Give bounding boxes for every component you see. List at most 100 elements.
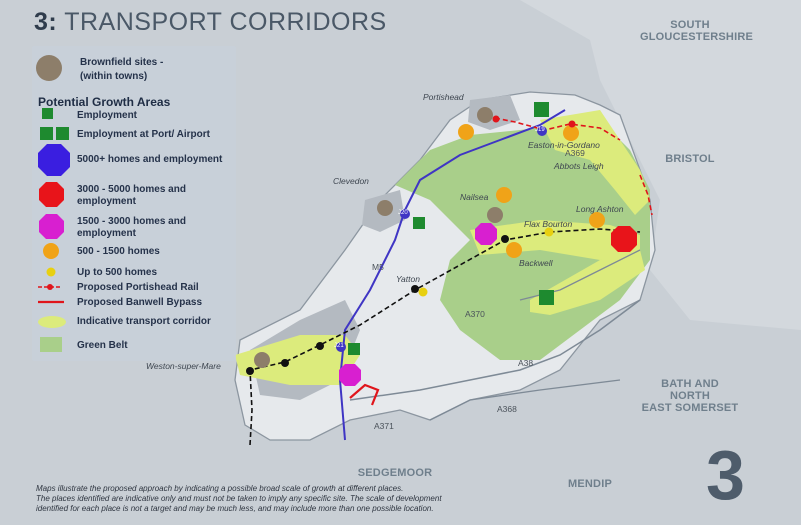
road-label-a371: A371 bbox=[374, 421, 394, 431]
legend-5000-icon bbox=[38, 144, 70, 176]
footer-line-1: Maps illustrate the proposed approach by… bbox=[36, 484, 404, 493]
growth-500-backwell bbox=[506, 242, 522, 258]
banwell-bypass bbox=[349, 383, 380, 406]
growth-1500-nailsea bbox=[475, 223, 497, 245]
legend-homes-3000-2: employment bbox=[77, 196, 136, 207]
legend-1500-icon bbox=[39, 214, 64, 239]
region-south-glos: SOUTH GLOUCESTERSHIRE bbox=[640, 19, 754, 43]
port-marker bbox=[534, 102, 549, 117]
region-mendip: MENDIP bbox=[568, 478, 612, 490]
place-easton: Easton-in-Gordano bbox=[528, 140, 600, 150]
road-label-a38: A38 bbox=[518, 358, 534, 368]
place-abbots-leigh: Abbots Leigh bbox=[554, 161, 604, 171]
railway-line bbox=[249, 228, 641, 446]
junction-j19 bbox=[537, 126, 547, 136]
portishead-rail-extension bbox=[639, 174, 653, 216]
legend-rail: Proposed Portishead Rail bbox=[77, 282, 199, 293]
corridor-weston bbox=[235, 335, 360, 385]
place-yatton: Yatton bbox=[396, 274, 420, 284]
airport-marker bbox=[539, 290, 554, 305]
station-weston-milton bbox=[281, 359, 289, 367]
place-long-ashton: Long Ashton bbox=[576, 204, 624, 214]
portishead-rail bbox=[494, 117, 621, 141]
legend-airport-icon bbox=[56, 127, 69, 140]
road-a370 bbox=[349, 299, 641, 401]
road-label-m5: M5 bbox=[372, 262, 384, 272]
region-south-glos-1: SOUTH bbox=[670, 19, 710, 31]
growth-3000-bristol bbox=[611, 226, 637, 252]
junction-j20 bbox=[400, 209, 410, 219]
legend-green-belt: Green Belt bbox=[77, 340, 128, 351]
growth-500-long-ashton bbox=[589, 212, 605, 228]
station-worle bbox=[316, 342, 324, 350]
legend-3000-icon bbox=[39, 182, 64, 207]
legend-green-belt-icon bbox=[40, 337, 62, 352]
legend-homes-1500-2: employment bbox=[77, 228, 136, 239]
legend-employment-icon bbox=[42, 108, 53, 119]
legend-corridor: Indicative transport corridor bbox=[77, 316, 211, 327]
brownfield-portishead bbox=[477, 107, 493, 123]
brownfield-weston bbox=[254, 352, 270, 368]
footer-line-3: identified for each place is not a targe… bbox=[36, 504, 434, 513]
legend-homes-5000: 5000+ homes and employment bbox=[77, 154, 223, 165]
brownfield-clevedon bbox=[377, 200, 393, 216]
station-yatton bbox=[411, 285, 419, 293]
region-banes-1: BATH AND NORTH bbox=[661, 378, 719, 402]
brownfield-nailsea bbox=[487, 207, 503, 223]
region-south-glos-2: GLOUCESTERSHIRE bbox=[640, 31, 754, 43]
place-backwell: Backwell bbox=[519, 258, 553, 268]
legend-brownfield-icon bbox=[36, 55, 62, 81]
road-label-a369: A369 bbox=[565, 148, 585, 158]
road-a368 bbox=[429, 379, 621, 421]
legend-bypass: Proposed Banwell Bypass bbox=[77, 297, 203, 308]
place-nailsea: Nailsea bbox=[460, 192, 489, 202]
page-number: 3 bbox=[706, 436, 745, 514]
legend-homes-1500-1: 1500 - 3000 homes and bbox=[77, 216, 186, 227]
title-text: TRANSPORT CORRIDORS bbox=[64, 8, 387, 36]
page-title: 3: TRANSPORT CORRIDORS bbox=[34, 8, 387, 37]
junction-label-j19: J19 bbox=[535, 127, 545, 133]
legend-symbols bbox=[36, 55, 70, 352]
junction-j21 bbox=[336, 342, 346, 352]
legend-500-icon bbox=[43, 243, 59, 259]
growth-1500-weston bbox=[339, 364, 361, 386]
region-banes: BATH AND NORTH EAST SOMERSET bbox=[640, 378, 740, 414]
station-pill bbox=[568, 120, 576, 128]
region-banes-2: EAST SOMERSET bbox=[641, 402, 739, 414]
legend-homes-500: 500 - 1500 homes bbox=[77, 246, 160, 257]
growth-up500-flax bbox=[544, 227, 554, 237]
legend-panel bbox=[32, 46, 236, 361]
legend-growth-heading: Potential Growth Areas bbox=[38, 95, 171, 109]
legend-homes-3000-1: 3000 - 5000 homes and bbox=[77, 184, 186, 195]
junction-label-j21: J21 bbox=[334, 343, 344, 349]
south-glos-area bbox=[520, 0, 801, 330]
station-nailsea bbox=[501, 235, 509, 243]
legend-brownfield-2: (within towns) bbox=[80, 71, 148, 82]
station-portishead bbox=[492, 115, 500, 123]
road-label-a368: A368 bbox=[497, 404, 517, 414]
legend-up500-icon bbox=[46, 267, 56, 277]
place-weston: Weston-super-Mare bbox=[146, 361, 221, 371]
legend-employment: Employment bbox=[77, 110, 138, 121]
station-weston bbox=[246, 367, 254, 375]
employment-clevedon bbox=[413, 217, 425, 229]
legend-rail-dot bbox=[47, 284, 53, 290]
road-label-a370: A370 bbox=[465, 309, 485, 319]
growth-500-easton bbox=[563, 125, 579, 141]
region-sedgemoor: SEDGEMOOR bbox=[357, 467, 433, 479]
legend-port-icon bbox=[40, 127, 53, 140]
legend-homes-up-500: Up to 500 homes bbox=[77, 267, 158, 278]
place-portishead: Portishead bbox=[423, 92, 464, 102]
growth-500-nailsea bbox=[496, 187, 512, 203]
region-bristol: BRISTOL bbox=[665, 153, 715, 165]
title-number: 3: bbox=[34, 8, 58, 36]
footer-line-2: The places identified are indicative onl… bbox=[36, 494, 442, 503]
growth-up500-yatton bbox=[418, 287, 428, 297]
footer-note: Maps illustrate the proposed approach by… bbox=[36, 484, 636, 514]
legend-brownfield-1: Brownfield sites - bbox=[80, 57, 164, 68]
place-flax-bourton: Flax Bourton bbox=[524, 219, 573, 229]
legend-corridor-icon bbox=[38, 316, 66, 328]
growth-500-portishead bbox=[458, 124, 474, 140]
employment-weston bbox=[348, 343, 360, 355]
legend-employment-port: Employment at Port/ Airport bbox=[77, 129, 210, 140]
